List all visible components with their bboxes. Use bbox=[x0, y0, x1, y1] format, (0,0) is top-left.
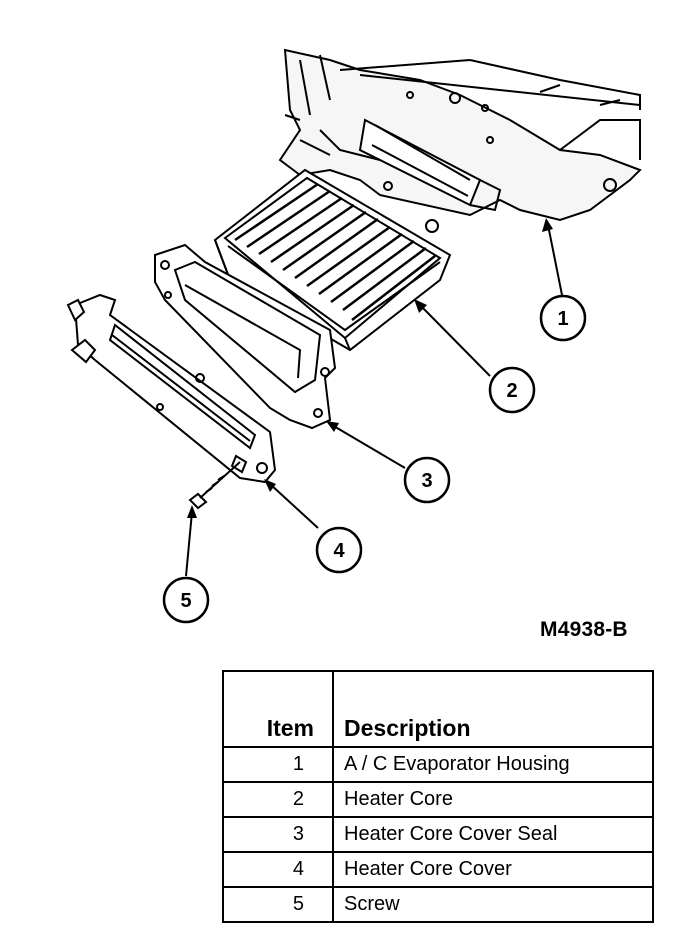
legend-item-number: 2 bbox=[222, 781, 334, 818]
evaporator-housing bbox=[278, 48, 642, 233]
callout-2-label: 2 bbox=[506, 380, 517, 402]
table-row: 2 Heater Core bbox=[222, 781, 654, 818]
callout-2: 2 bbox=[488, 366, 536, 414]
table-row: 4 Heater Core Cover bbox=[222, 851, 654, 888]
legend-item-description: Heater Core Cover Seal bbox=[332, 816, 654, 853]
callout-1: 1 bbox=[539, 294, 587, 342]
table-row: 5 Screw bbox=[222, 886, 654, 923]
legend-item-number: 1 bbox=[222, 746, 334, 783]
table-row: 1 A / C Evaporator Housing bbox=[222, 746, 654, 783]
legend-item-description: Heater Core Cover bbox=[332, 851, 654, 888]
legend-item-number: 3 bbox=[222, 816, 334, 853]
callout-4-label: 4 bbox=[333, 540, 345, 562]
legend-item-description: A / C Evaporator Housing bbox=[332, 746, 654, 783]
legend-item-description: Screw bbox=[332, 886, 654, 923]
legend-header-item: Item bbox=[222, 670, 334, 748]
legend-item-description: Heater Core bbox=[332, 781, 654, 818]
legend-item-number: 4 bbox=[222, 851, 334, 888]
callout-1-label: 1 bbox=[557, 308, 568, 330]
callout-3-label: 3 bbox=[421, 470, 432, 492]
table-row: 3 Heater Core Cover Seal bbox=[222, 816, 654, 853]
callout-4: 4 bbox=[315, 526, 363, 574]
figure-code: M4938-B bbox=[540, 618, 628, 641]
heater-core-cover-seal bbox=[154, 243, 337, 430]
callout-3: 3 bbox=[403, 456, 451, 504]
callout-5: 5 bbox=[162, 576, 210, 624]
legend-item-number: 5 bbox=[222, 886, 334, 923]
callout-5-label: 5 bbox=[180, 590, 191, 612]
screw bbox=[188, 461, 241, 510]
exploded-view-diagram: 1 2 3 4 5 bbox=[66, 48, 642, 624]
heater-core-cover bbox=[66, 293, 277, 484]
legend-table: Item Description 1 A / C Evaporator Hous… bbox=[222, 670, 654, 923]
leader-arrowheads bbox=[187, 218, 553, 518]
legend-header-row: Item Description bbox=[222, 670, 654, 748]
leader-lines bbox=[185, 224, 563, 577]
legend-header-description: Description bbox=[332, 670, 654, 748]
